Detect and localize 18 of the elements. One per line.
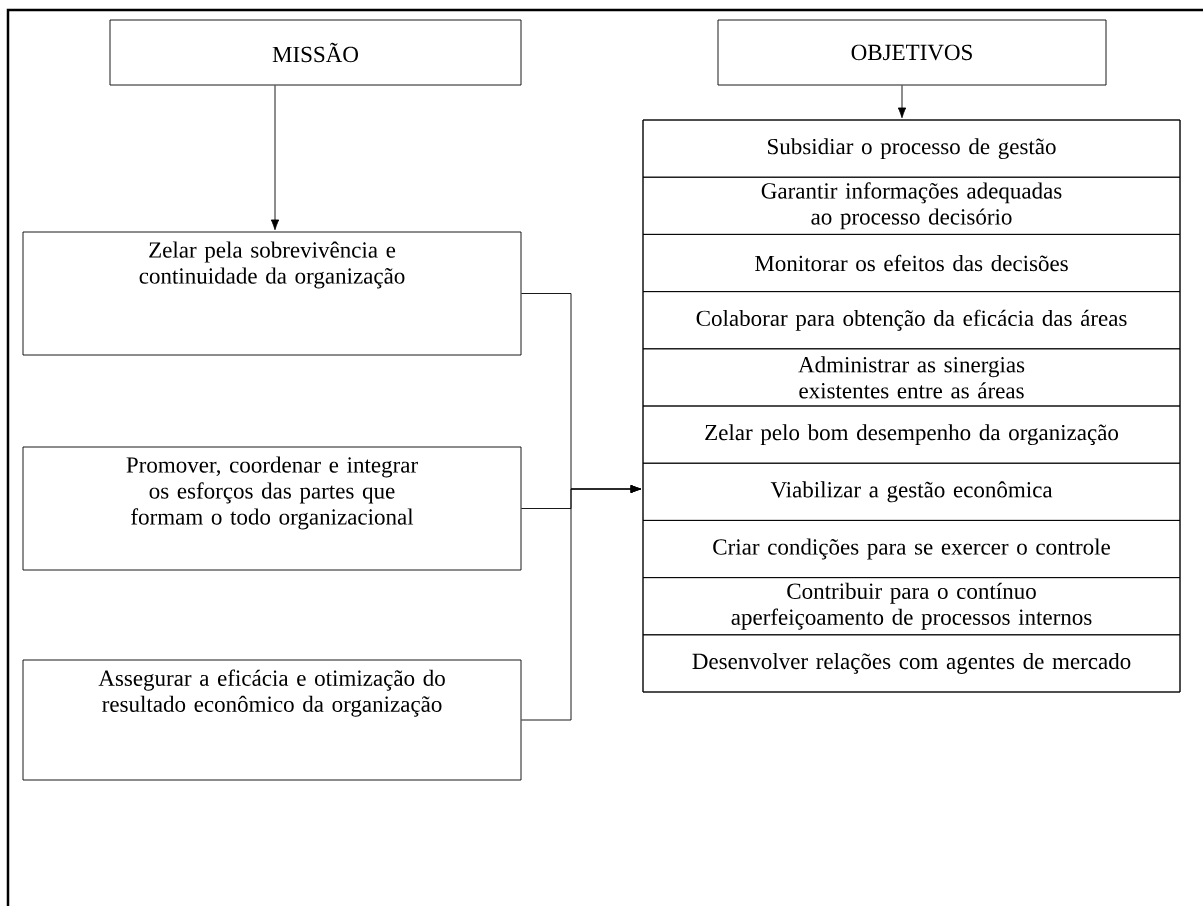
mission-box: Promover, coordenar e integrar os esforços das partes que formam o todo organizacional [22,446,522,571]
mission-box: Zelar pela sobrevivência e continuidade da organização [22,231,522,356]
arrow [270,85,280,231]
objective-cell: Colaborar para obtenção da eficácia das áreas [642,291,1181,350]
heading-box: MISSÃO [109,19,522,86]
objective-cell: Desenvolver relações com agentes de mercado [642,634,1181,693]
mission-box: Assegurar a eficácia e otimização do resultado econômico da organização [22,659,522,781]
heading-box: OBJETIVOS [717,19,1107,86]
objective-cell: Administrar as sinergias existentes entre as áreas [642,348,1181,407]
objective-cell: Subsidiar o processo de gestão [642,119,1181,178]
merge-arrow [521,293,642,721]
objective-cell: Contribuir para o contínuo aperfeiçoamento de processos internos [642,577,1181,636]
objective-cell: Garantir informações adequadas ao processo decisório [642,176,1181,235]
objective-cell: Viabilizar a gestão econômica [642,462,1181,521]
objective-cell: Monitorar os efeitos das decisões [642,233,1181,293]
arrow [897,85,907,119]
objective-cell: Criar condições para se exercer o controle [642,519,1181,579]
objective-cell: Zelar pelo bom desempenho da organização [642,405,1181,464]
